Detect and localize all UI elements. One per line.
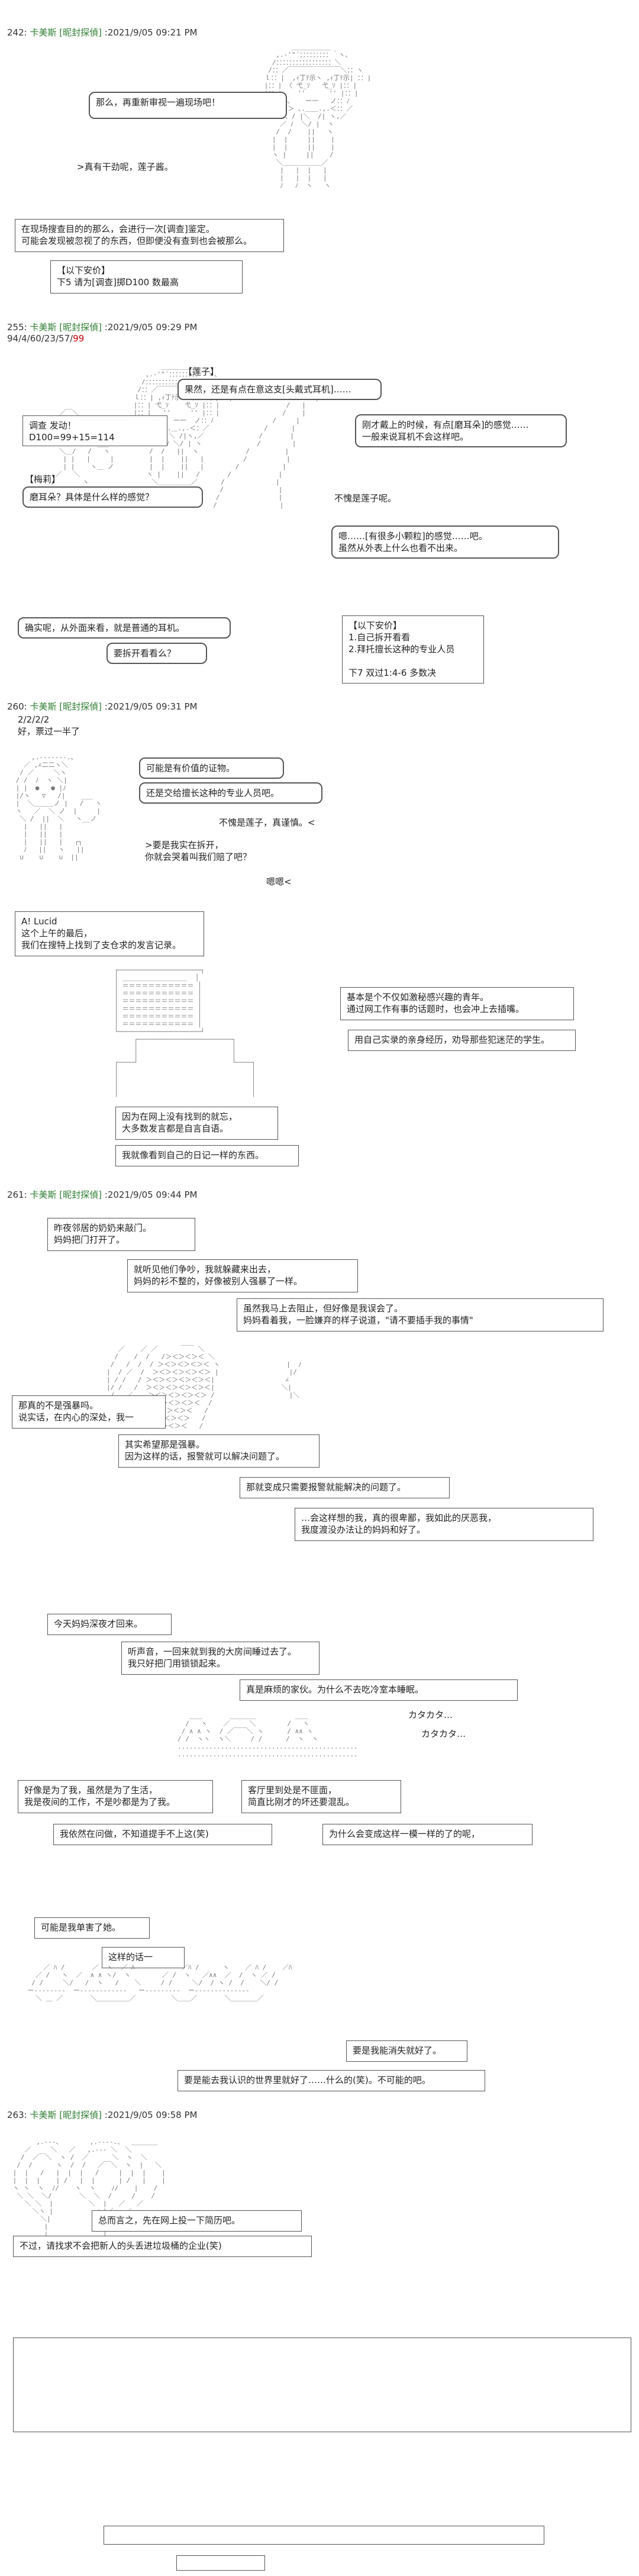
dice-result: 94/4/60/23/57/99 bbox=[7, 333, 85, 344]
narration-text: 不愧是莲子，真谨慎。< bbox=[219, 817, 315, 828]
speech-bubble: 嗯……[有很多小颗粒]的感觉……吧。 虽然从外表上什么也看不出来。 bbox=[331, 525, 559, 559]
sound-effect: カタカタ… bbox=[421, 1729, 466, 1739]
narration-box: 总而言之，先在网上投一下简历吧。 bbox=[92, 2210, 302, 2232]
narration-box: 我就像看到自己的日记一样的东西。 bbox=[115, 1145, 299, 1166]
narration-box: 要是我能消失就好了。 bbox=[346, 2040, 467, 2062]
narration-box: 客厅里到处是不匪面， 简直比刚才的坏还要混乱。 bbox=[241, 1780, 401, 1813]
post-header-263: 263: 卡美斯 [昵封探偵] :2021/9/05 09:58 PM bbox=[7, 2110, 198, 2120]
narration-box: 今天妈妈深夜才回来。 bbox=[47, 1614, 172, 1635]
narration-text: 2/2/2/2 好，票过一半了 bbox=[18, 714, 80, 737]
narration-box: 真是麻烦的家伙。为什么不去吃冷室本睡眠。 bbox=[240, 1679, 518, 1701]
narration-text: 嗯嗯< bbox=[266, 876, 292, 887]
narration-box: 我依然在问做，不知道提手不上这(笑) bbox=[53, 1824, 272, 1845]
dice-box: 调查 发动！ D100=99+15=114 bbox=[22, 415, 167, 446]
narration-box: 可能是我单害了她。 bbox=[34, 1917, 150, 1939]
narration-box: 那真的不是强暴吗。 说实话，在内心的深处，我一 bbox=[12, 1395, 166, 1429]
ascii-art-260b: ┌─────────────────────┐ │ ＿＿＿＿＿＿＿＿＿＿ │ │… bbox=[114, 966, 256, 1097]
empty-frame bbox=[176, 2555, 265, 2571]
speech-bubble: 那么，再重新审视一遍现场吧！ bbox=[89, 92, 287, 119]
post-header-242: 242: 卡美斯 [昵封探偵] :2021/9/05 09:21 PM bbox=[7, 27, 198, 38]
speech-bubble: 磨耳朵？具体是什么样的感觉？ bbox=[22, 486, 203, 508]
vote-box: 【以下安价】 1.自己拆开看看 2.拜托擅长这种的专业人员 下7 双过1:4-6… bbox=[342, 615, 484, 684]
speech-bubble: 果然，还是有点在意这支[头戴式耳机]…… bbox=[178, 379, 382, 400]
speech-bubble: 可能是有价值的证物。 bbox=[139, 757, 284, 779]
speech-bubble: 确实呢，从外面来看，就是普通的耳机。 bbox=[18, 617, 231, 639]
speaker-label: 【莲子】 bbox=[183, 366, 220, 377]
speech-bubble: 刚才戴上的时候，有点[磨耳朵]的感觉…… 一般来说耳机不会这样吧。 bbox=[355, 414, 567, 447]
narration-box: 好像是为了我，虽然是为了生活， 我是夜间的工作，不是吵都是为了我。 bbox=[18, 1780, 213, 1813]
narration-box: 这样的话一 bbox=[102, 1947, 185, 1968]
dice-highlight: 99 bbox=[73, 333, 85, 344]
empty-frame bbox=[104, 2526, 544, 2545]
sound-effect: カタカタ… bbox=[408, 1710, 453, 1720]
speech-bubble: 要拆开看看么？ bbox=[106, 643, 207, 664]
speech-bubble: 还是交给擅长这种的专业人员吧。 bbox=[139, 782, 322, 804]
narration-box: 因为在网上没有找到的就忘， 大多数发言都是自言自语。 bbox=[115, 1107, 278, 1140]
speaker-label: 【梅莉】 bbox=[25, 474, 61, 485]
post-header-261: 261: 卡美斯 [昵封探偵] :2021/9/05 09:44 PM bbox=[7, 1189, 198, 1200]
narration-box: 就听见他们争吵，我就躲藏来出去， 妈妈的衫不整的，好像被别人强暴了一样。 bbox=[127, 1259, 358, 1292]
narration-text: >要是我实在拆开， 你就会哭着叫我们赔了吧？ bbox=[145, 840, 252, 862]
post-header-255: 255: 卡美斯 [昵封探偵] :2021/9/05 09:29 PM bbox=[7, 322, 198, 333]
narration-box: A! Lucid 这个上午的最后， 我们在搜特上找到了支仓求的发言记录。 bbox=[15, 911, 204, 956]
narration-box: 昨夜邻居的奶奶来敲门。 妈妈把门打开了。 bbox=[47, 1218, 195, 1251]
post-header-260: 260: 卡美斯 [昵封探偵] :2021/9/05 09:31 PM bbox=[7, 701, 198, 712]
narration-box: …会这样想的我，真的很卑鄙，我如此的厌恶我， 我度渡没办法让的妈妈和好了。 bbox=[295, 1508, 593, 1541]
empty-frame bbox=[13, 2338, 631, 2432]
narration-box: 其实希望那是强暴。 因为这样的话，报警就可以解决问题了。 bbox=[118, 1434, 320, 1468]
ascii-art-242: ＿＿＿＿＿＿ ,.-'"´：：：：：：：：：｀ヽ、 /：：：：：：：：：：：：：… bbox=[264, 43, 372, 189]
narration-box: 虽然我马上去阻止，但好像是我误会了。 妈妈看着我，一脸嫌弃的样子说道，"请不要插… bbox=[237, 1298, 604, 1331]
narration-box: 要是能去我认识的世界里就好了……什么的(笑)。不可能的吧。 bbox=[178, 2070, 485, 2091]
narration-box: 不过，请找求不会把新人的头丢进垃圾桶的企业(笑) bbox=[13, 2236, 312, 2257]
ascii-art-261c: ／ ﾊ / ／ ヽ ／ ﾊ ／ﾊ / ヽ ／ ﾊ / ／ﾊ ／ / ヽ ／ ∧ … bbox=[27, 1964, 292, 2002]
narration-text: 不愧是莲子呢。 bbox=[334, 493, 397, 504]
ascii-art-261b: ＿＿ ＿＿＿＿ ＿＿ / ヽ ／ ＼ / ヽ / ∧ ∧ ヽ / ／￣￣＼ ヽ … bbox=[178, 1712, 358, 1758]
narration-box: 听声音，一回来就到我的大房间睡过去了。 我只好把门用锁锁起来。 bbox=[121, 1642, 320, 1675]
narration-box: 在现场搜查目的的那么，会进行一次[调查]鉴定。 可能会发现被忽视了的东西，但即便… bbox=[15, 219, 284, 252]
vote-box: 【以下安价】 下5 请为[调查]掷D100 数最高 bbox=[50, 260, 243, 294]
narration-box: 为什么会变成这样一模一样的了的呢， bbox=[322, 1824, 532, 1845]
ascii-art-260a: ,.-‐‐‐‐‐-.、 ／ ,∠二二ヽ＼ / ／ ＼ヽ / / ﾉ ヽ ＼| |… bbox=[15, 753, 102, 861]
narration-text: >真有干劲呢，莲子酱。 bbox=[77, 162, 173, 172]
narration-box: 用自己实录的亲身经历，劝导那些犯迷茫的学生。 bbox=[348, 1030, 576, 1051]
narration-box: 那就变成只需要报警就能解决的问题了。 bbox=[240, 1477, 450, 1498]
narration-box: 基本是个不仅如激秘感兴趣的青年。 通过网工作有事的话题时，也会冲上去插嘴。 bbox=[340, 987, 574, 1020]
